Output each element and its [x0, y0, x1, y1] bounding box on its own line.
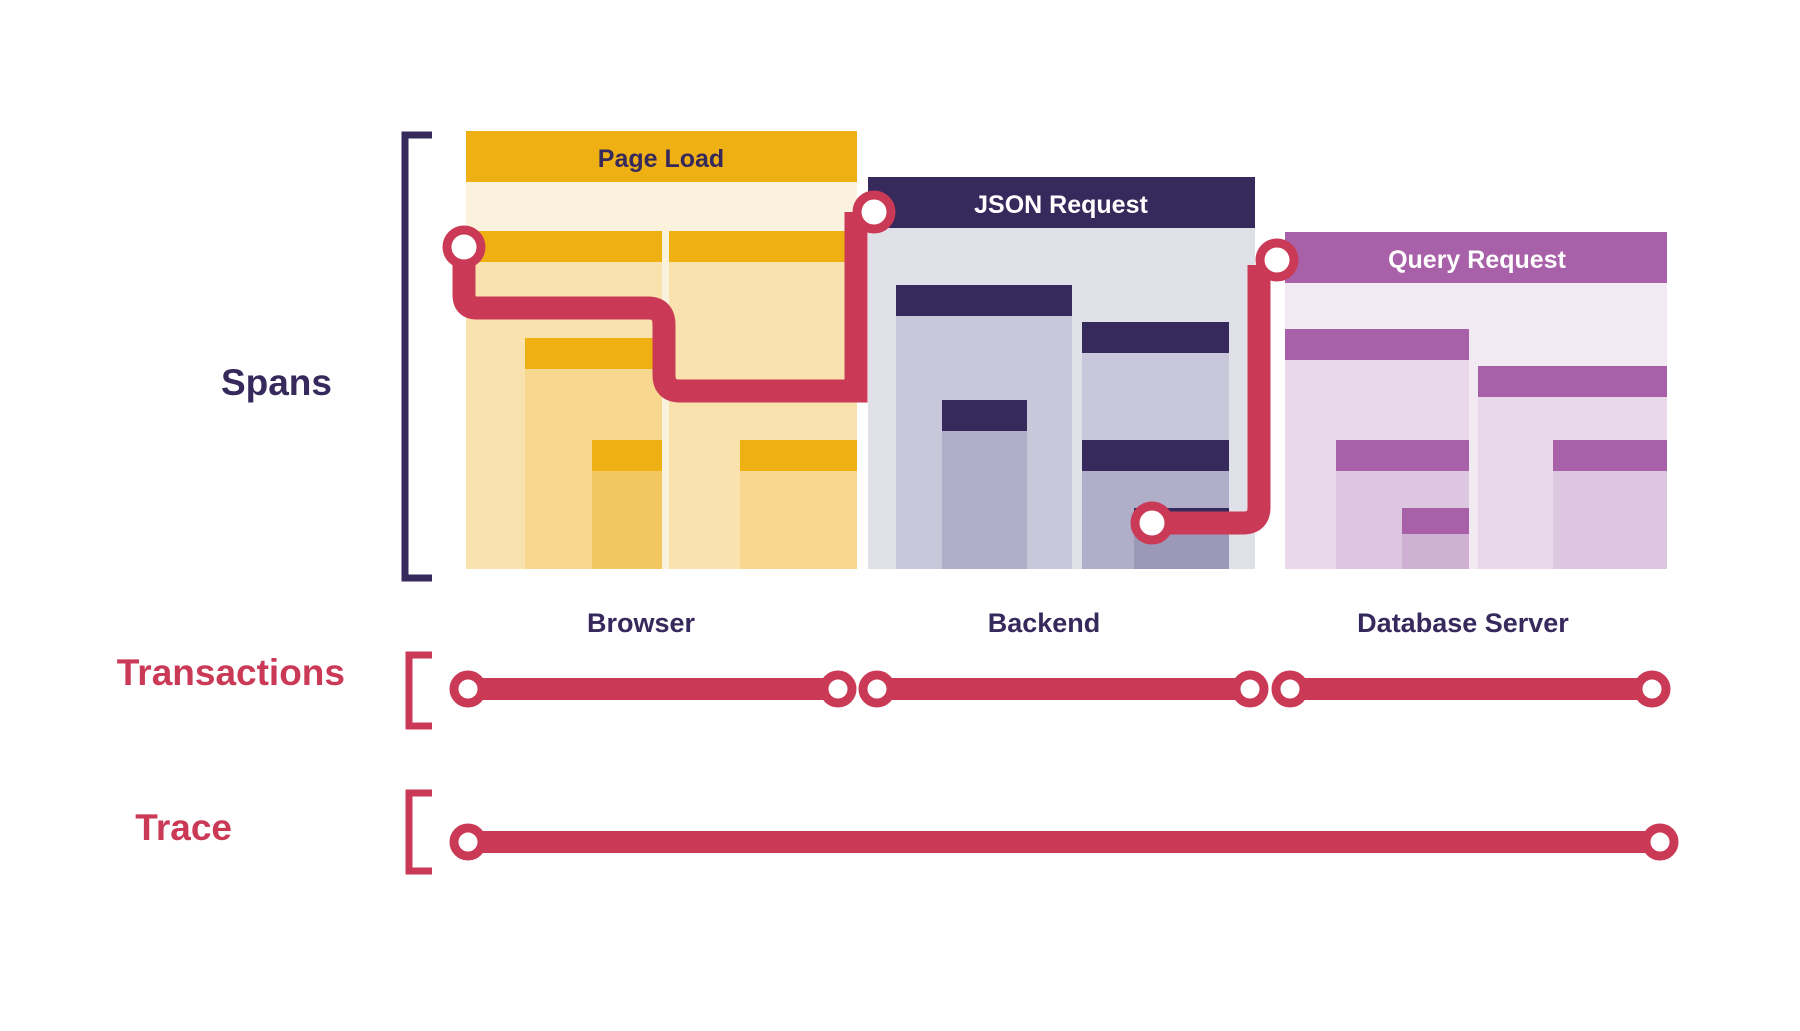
service-panel-browser: Page Load — [466, 131, 857, 569]
backend-span-2-header — [942, 400, 1027, 431]
transaction-node-backend-end — [1231, 670, 1269, 708]
service-label-backend: Backend — [987, 608, 1101, 638]
row-label-trace: Trace — [135, 807, 232, 848]
browser-span-4-header — [669, 231, 857, 262]
backend-span-4-header — [1082, 440, 1229, 471]
backend-header-title: JSON Request — [974, 191, 1148, 219]
span-node-backend-start — [852, 190, 896, 234]
transaction-endpoint-nodes — [449, 670, 1671, 708]
trace-track — [449, 823, 1679, 861]
row-label-spans: Spans — [220, 362, 332, 403]
transaction-node-backend-start — [858, 670, 896, 708]
span-connector-nodes — [442, 190, 1299, 545]
browser-span-1-header — [466, 231, 662, 262]
backend-panel-header — [868, 177, 1255, 228]
database-span-2-header — [1336, 440, 1469, 471]
database-span-5-header — [1553, 440, 1667, 471]
service-panel-database: Query Request — [1285, 232, 1667, 569]
transaction-node-database-start — [1271, 670, 1309, 708]
row-label-transactions: Transactions — [116, 652, 345, 693]
transactions-bracket — [405, 651, 432, 730]
service-panel-backend: JSON Request — [868, 177, 1255, 569]
browser-span-5-header — [740, 440, 857, 471]
database-span-1-header — [1285, 329, 1469, 360]
trace-node-end — [1641, 823, 1679, 861]
service-label-database: Database Server — [1357, 608, 1569, 638]
browser-header-title: Page Load — [598, 145, 724, 173]
database-span-4-header — [1478, 366, 1667, 397]
span-node-backend-end — [1130, 501, 1174, 545]
database-span-3-header — [1402, 508, 1469, 534]
transaction-node-browser-start — [449, 670, 487, 708]
backend-span-3-header — [1082, 322, 1229, 353]
database-header-title: Query Request — [1388, 246, 1567, 274]
service-label-browser: Browser — [586, 608, 696, 638]
browser-panel-header — [466, 131, 857, 182]
database-panel-header — [1285, 232, 1667, 283]
span-connector-paths — [452, 212, 1271, 535]
span-node-browser-start — [442, 225, 486, 269]
transaction-node-browser-end — [819, 670, 857, 708]
trace-node-start — [449, 823, 487, 861]
backend-span-1-header — [896, 285, 1072, 316]
connector-browser-to-backend — [452, 212, 868, 403]
trace-bracket — [405, 789, 432, 875]
connector-backend-to-database — [1153, 265, 1271, 535]
browser-span-2-header — [525, 338, 662, 369]
spans-bracket — [401, 131, 432, 582]
transaction-node-database-end — [1633, 670, 1671, 708]
span-node-database-start — [1255, 238, 1299, 282]
browser-span-3-header — [592, 440, 662, 471]
